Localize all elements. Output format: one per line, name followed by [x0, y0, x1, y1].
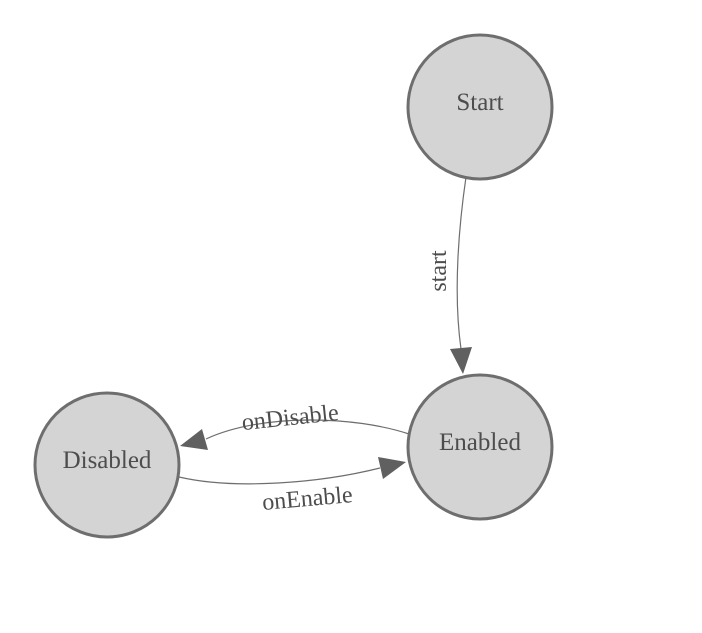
arrowhead-down-icon: [450, 347, 472, 374]
edge-line-enabled-to-disabled: [205, 419, 410, 440]
arrowhead-right-icon: [378, 457, 406, 479]
edge-disabled-to-enabled: onEnable: [178, 457, 406, 516]
state-node-enabled[interactable]: Enabled: [406, 373, 554, 521]
edge-start-to-enabled: start: [426, 176, 472, 374]
node-label-disabled: Disabled: [63, 447, 152, 474]
state-node-start[interactable]: Start: [406, 33, 554, 181]
edge-line-disabled-to-enabled: [178, 467, 381, 485]
edge-label-start: start: [426, 250, 452, 292]
edge-label-onenable: onEnable: [261, 482, 354, 516]
node-circle-disabled[interactable]: [33, 391, 181, 539]
edge-line-start-to-enabled: [456, 176, 467, 350]
edge-label-ondisable: onDisable: [241, 400, 340, 436]
state-node-disabled[interactable]: Disabled: [33, 391, 181, 539]
edge-enabled-to-disabled: onDisable: [180, 400, 410, 450]
node-circle-enabled[interactable]: [406, 373, 554, 521]
node-circle-start[interactable]: [406, 33, 554, 181]
node-label-start: Start: [456, 89, 503, 116]
node-label-enabled: Enabled: [439, 429, 521, 456]
arrowhead-left-icon: [180, 429, 208, 450]
